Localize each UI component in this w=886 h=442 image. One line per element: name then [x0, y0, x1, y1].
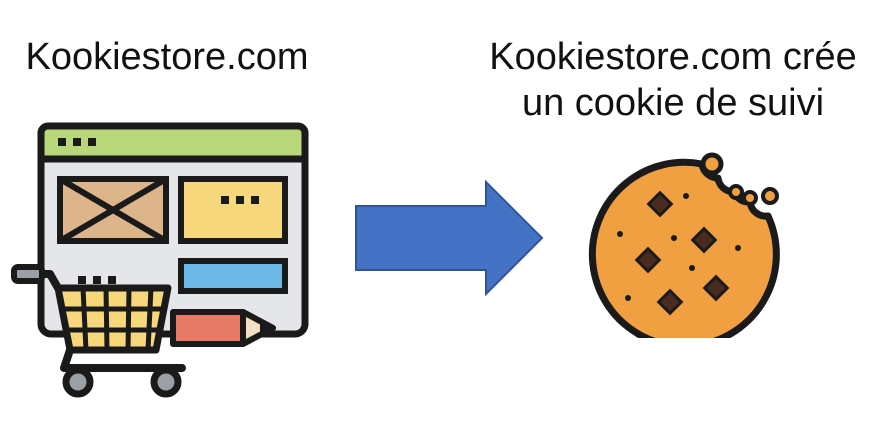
online-store-icon [11, 122, 309, 398]
cookie-label-line1: Kookiestore.com crée [489, 36, 857, 78]
shopping-cart-icon [11, 264, 186, 398]
cookie-dots [617, 193, 741, 301]
text-block [178, 176, 288, 244]
right-arrow-icon [355, 179, 544, 297]
cookie-label: Kookiestore.com crée un cookie de suivi [470, 34, 876, 126]
pencil-icon [170, 309, 276, 347]
text-dots [78, 276, 116, 284]
blue-bar [178, 258, 288, 294]
cookie-label-line2: un cookie de suivi [521, 82, 825, 124]
cookie-icon [588, 152, 780, 338]
image-placeholder [57, 176, 169, 244]
chocolate-chips [634, 190, 730, 316]
store-label: Kookiestore.com [25, 36, 309, 78]
